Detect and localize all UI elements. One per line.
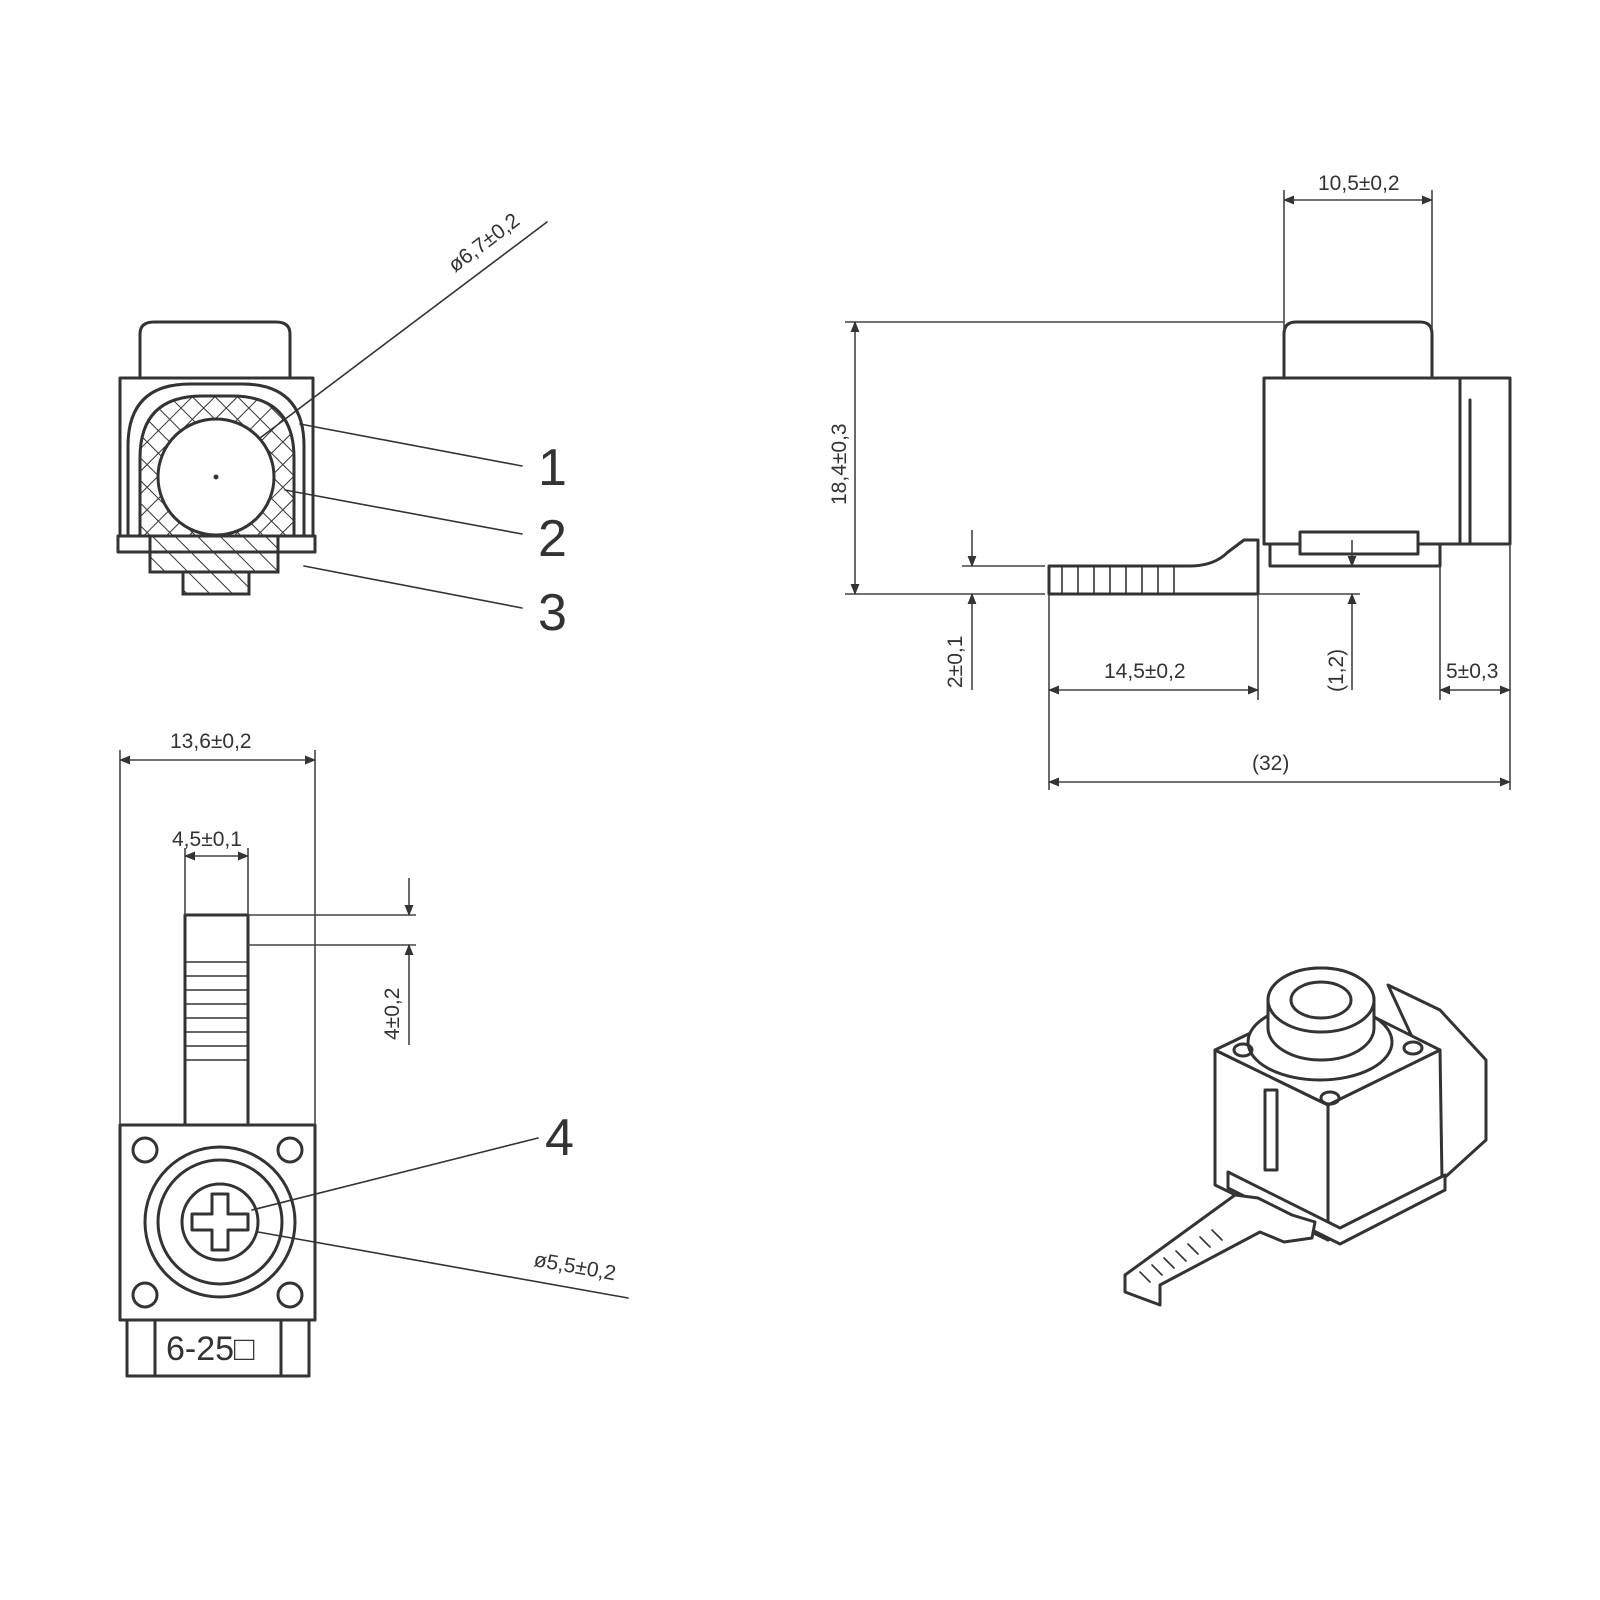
side-top-width-label: 10,5±0,2: [1318, 172, 1400, 195]
corner-hole-bottom-right: [276, 1281, 304, 1309]
side-tongue-offset-label: 2±0,1: [944, 636, 967, 688]
body-inner-channel: [126, 382, 306, 538]
iso-front-slot: [1263, 1088, 1279, 1172]
top-pitch-label: 4±0,2: [381, 988, 404, 1040]
isometric-view: [1123, 966, 1488, 1307]
screw-head-cap: [138, 320, 292, 380]
iso-tongue-serrations: [1139, 1229, 1223, 1283]
screw-head: [180, 1182, 260, 1262]
callout-2-leader: [284, 489, 523, 535]
callout-2: 2: [538, 510, 567, 568]
corner-hole-top-left: [131, 1136, 159, 1164]
top-tongue-width-label: 4,5±0,1: [172, 828, 242, 851]
side-gap-label: (1,2): [1325, 649, 1348, 692]
marking-plate: [153, 1318, 283, 1378]
callout-4: 4: [545, 1109, 574, 1167]
side-height-label: 18,4±0,3: [828, 423, 851, 505]
callout-1-leader: [299, 423, 523, 467]
tongue-serrations: [1061, 565, 1175, 595]
top-tongue: [183, 913, 250, 1127]
iso-hole-right: [1402, 1040, 1424, 1056]
side-tongue-length-label: 14,5±0,2: [1104, 660, 1186, 683]
iso-hole-left: [1232, 1042, 1254, 1058]
phillips-cross-icon: [190, 1192, 250, 1252]
top-width-label: 13,6±0,2: [170, 730, 252, 753]
iso-tongue: [1123, 1193, 1317, 1307]
top-screw-diameter-label: ø5,5±0,2: [532, 1248, 617, 1285]
side-back-flange-label: 5±0,3: [1446, 660, 1498, 683]
screw-diameter-leader: [257, 1231, 629, 1299]
top-body: [118, 1123, 317, 1322]
front-view: ø6,7±0,2 1 2 3: [116, 209, 567, 642]
top-tongue-serrations: [184, 961, 249, 1061]
corner-hole-top-right: [276, 1136, 304, 1164]
hatched-foot: [181, 570, 251, 596]
side-base-insert: [1298, 530, 1420, 556]
hatched-base-plate: [148, 534, 280, 574]
callout-1: 1: [538, 439, 567, 497]
side-back-flange: [1458, 376, 1512, 546]
iso-hole-front: [1319, 1090, 1341, 1106]
callout-4-leader: [251, 1137, 539, 1211]
iso-screw-bore: [1289, 980, 1353, 1020]
front-diameter-label: ø6,7±0,2: [444, 209, 524, 277]
diameter-leader-line: [259, 221, 548, 439]
side-body: [1262, 376, 1462, 546]
center-point: [213, 474, 219, 480]
side-overall-length-label: (32): [1252, 752, 1289, 775]
side-screw-head: [1282, 320, 1434, 380]
iso-screw-top: [1266, 966, 1376, 1034]
size-marking: 6-25□: [166, 1330, 255, 1368]
side-view: 10,5±0,2 18,4±0,3 2±0,1 14,5±0,2 (1,2) 5…: [828, 172, 1512, 790]
screw-outer-ring: [143, 1145, 297, 1299]
callout-3: 3: [538, 584, 567, 642]
side-tongue: [1047, 538, 1260, 596]
top-view: 6-25□ 13,6±0,2 4,5±0,1 4±0,2 4 ø5,5±0,2: [118, 730, 629, 1378]
callout-3-leader: [303, 565, 523, 609]
screw-inner-ring: [156, 1158, 284, 1286]
corner-hole-bottom-left: [131, 1281, 159, 1309]
